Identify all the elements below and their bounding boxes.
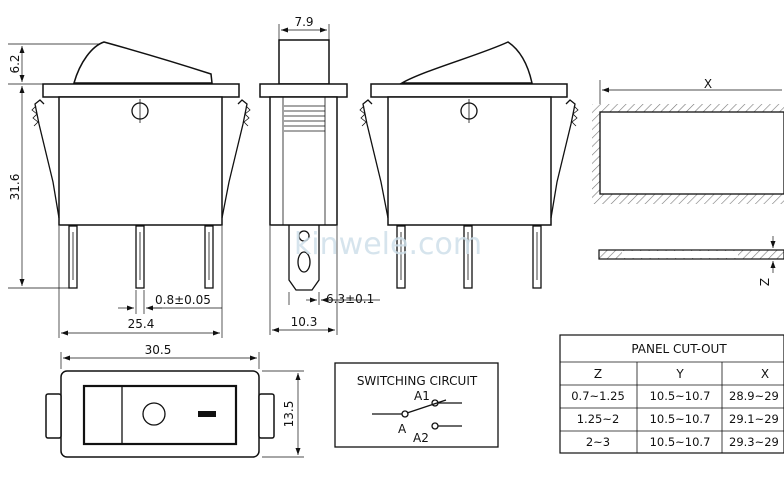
housing-back [387,96,552,226]
front-view: 6.2 31.6 0.8±0.05 25.4 [8,41,251,338]
dim-cutout-x: X [704,77,712,91]
table-header-x: X [761,367,769,381]
table-cell: 0.7~1.25 [571,389,625,403]
clip-right [221,99,248,219]
dim-pin-span: 25.4 [128,317,155,331]
side-ribs [284,105,325,132]
side-view: 7.9 6.3±0.1 10.3 [259,15,380,335]
dim-cap-height: 6.2 [8,54,22,73]
dim-top-height: 13.5 [282,401,296,428]
pin-back-2 [463,225,473,289]
dim-top-length: 30.5 [145,343,172,357]
pin-3 [204,225,214,289]
dim-terminal-width: 6.3±0.1 [326,292,374,306]
back-view [359,41,579,289]
table-cell: 10.5~10.7 [650,389,711,403]
panel-cutout-table: PANEL CUT-OUT Z Y X 0.7~1.25 10.5~10.7 2… [559,334,784,454]
clip-back-left [362,99,389,219]
clip-top-left [45,393,62,439]
dim-side-width: 10.3 [291,315,318,329]
table-cell: 1.25~2 [577,412,620,426]
pin-back-1 [396,225,406,289]
rocker-cap-back [399,41,533,84]
table-cell: 29.1~29 [729,412,779,426]
label-a: A [398,422,407,436]
table-cell: 29.3~29 [729,435,779,449]
circuit-title: SWITCHING CIRCUIT [357,374,478,388]
housing-front [58,96,223,226]
flange-front [42,83,240,98]
on-symbol [198,411,216,417]
top-view: 30.5 13.5 [45,343,304,458]
dim-pin-gap: 0.8±0.05 [155,293,211,307]
label-a1: A1 [414,389,430,403]
watermark: kinwele.com [294,227,482,262]
pin-2 [135,225,145,289]
panel-cutout-figure: X Z [592,77,784,286]
flange-back [370,83,568,98]
rocker-cap-front [73,41,213,84]
label-a2: A2 [413,431,429,445]
table-header-z: Z [594,367,602,381]
table-cell: 10.5~10.7 [650,435,711,449]
flange-side [259,83,348,98]
circuit-box [334,362,499,448]
dim-cutout-z: Z [758,278,772,286]
terminal-hole-small [298,230,310,242]
table-cell: 28.9~29 [729,389,779,403]
clip-top-right [258,393,275,439]
table-title: PANEL CUT-OUT [631,342,727,356]
clip-left [34,99,60,219]
off-symbol [142,402,166,426]
table-cell: 10.5~10.7 [650,412,711,426]
dim-top-width: 7.9 [294,15,313,29]
cutout-opening [599,111,784,195]
terminal-hole-large [297,251,311,273]
terminal-a [401,410,409,418]
dim-total-height: 31.6 [8,174,22,201]
rocker-cap-side [278,39,330,85]
pin-1 [68,225,78,289]
pin-back-3 [532,225,542,289]
switching-circuit: SWITCHING CIRCUIT A1 A A2 [334,362,499,448]
clip-back-right [550,99,576,219]
table-header-y: Y [675,367,684,381]
terminal-side [288,225,320,291]
table-cell: 2~3 [586,435,610,449]
housing-side [269,96,338,226]
